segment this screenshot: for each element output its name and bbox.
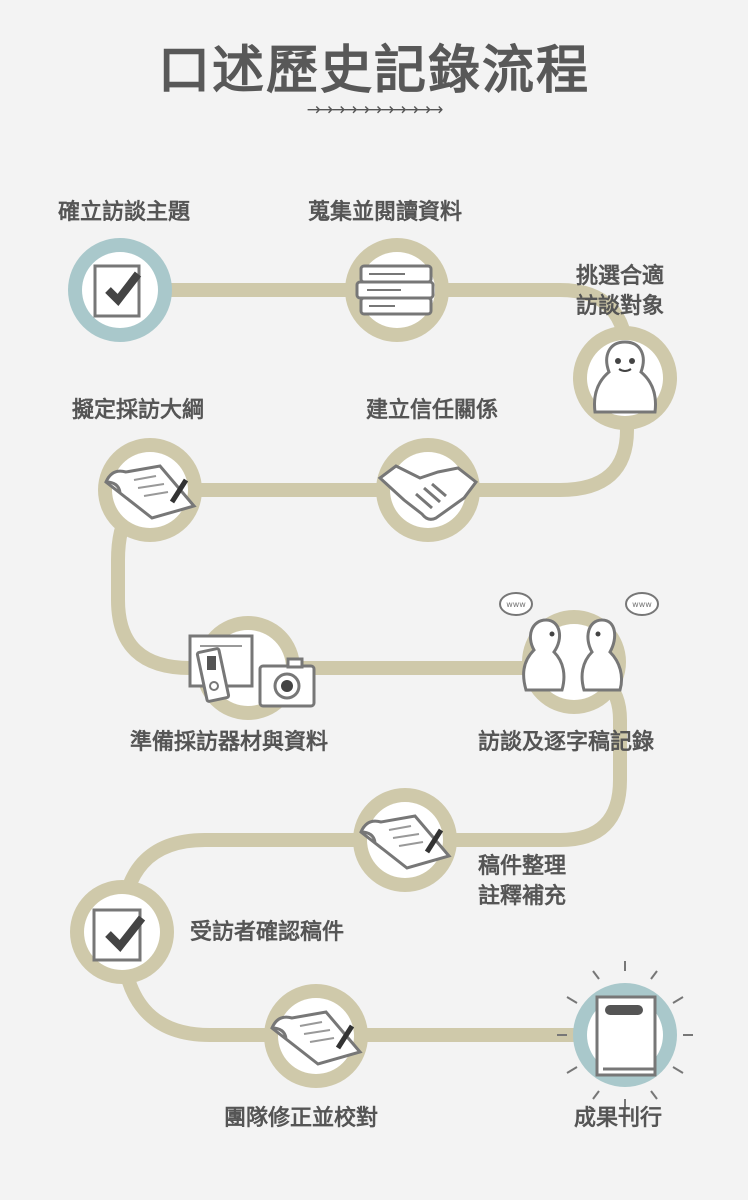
checkbox-icon	[92, 908, 146, 962]
two-people-talking-icon: www www	[499, 592, 659, 692]
scroll-pen-icon	[270, 1010, 363, 1066]
scroll-pen-icon	[104, 464, 197, 520]
step-11-label: 成果刊行	[574, 1106, 663, 1131]
books-icon	[355, 264, 435, 316]
person-icon	[593, 340, 657, 414]
step-1-label: 確立訪談主題	[58, 200, 191, 225]
step-4-node	[376, 438, 480, 542]
step-8-label-line1: 稿件整理	[478, 854, 567, 879]
page-title: 口述歷史記錄流程	[157, 41, 590, 101]
title-arrows: →→→→→→→→→→→	[306, 100, 444, 120]
step-10-node	[264, 984, 368, 1088]
step-3-label: 挑選合適 訪談對象	[576, 262, 664, 322]
step-9-node	[70, 880, 174, 984]
handshake-icon	[377, 464, 479, 521]
scroll-pen-icon	[359, 814, 452, 870]
step-6-node	[188, 616, 316, 720]
step-3-label-line2: 訪談對象	[576, 294, 665, 319]
step-7-node: www www	[499, 592, 659, 714]
step-5-node	[98, 438, 202, 542]
step-10-label: 團隊修正並校對	[224, 1106, 379, 1131]
speech-bubble-text-2: www	[632, 600, 652, 609]
step-11-node	[557, 961, 693, 1109]
camera-recorder-icon	[188, 634, 316, 708]
speech-bubble-text: www	[506, 600, 526, 609]
book-icon	[557, 961, 693, 1109]
step-3-label-line1: 挑選合適	[576, 264, 665, 289]
step-8-label-line2: 註釋補充	[478, 884, 567, 909]
checkbox-icon	[93, 264, 142, 318]
step-4-label: 建立信任關係	[366, 398, 499, 423]
step-1-node	[68, 238, 172, 342]
step-5-label: 擬定採訪大綱	[72, 398, 205, 423]
step-8-node	[353, 788, 457, 892]
step-9-label: 受訪者確認稿件	[190, 920, 345, 945]
step-2-node	[345, 238, 449, 342]
step-3-node	[573, 326, 677, 430]
shine-rays-icon	[557, 961, 693, 1109]
step-6-label: 準備採訪器材與資料	[130, 730, 329, 755]
step-2-label: 蒐集並閱讀資料	[308, 200, 463, 225]
step-7-label: 訪談及逐字稿記錄	[478, 730, 655, 755]
step-8-label: 稿件整理 註釋補充	[478, 852, 566, 912]
